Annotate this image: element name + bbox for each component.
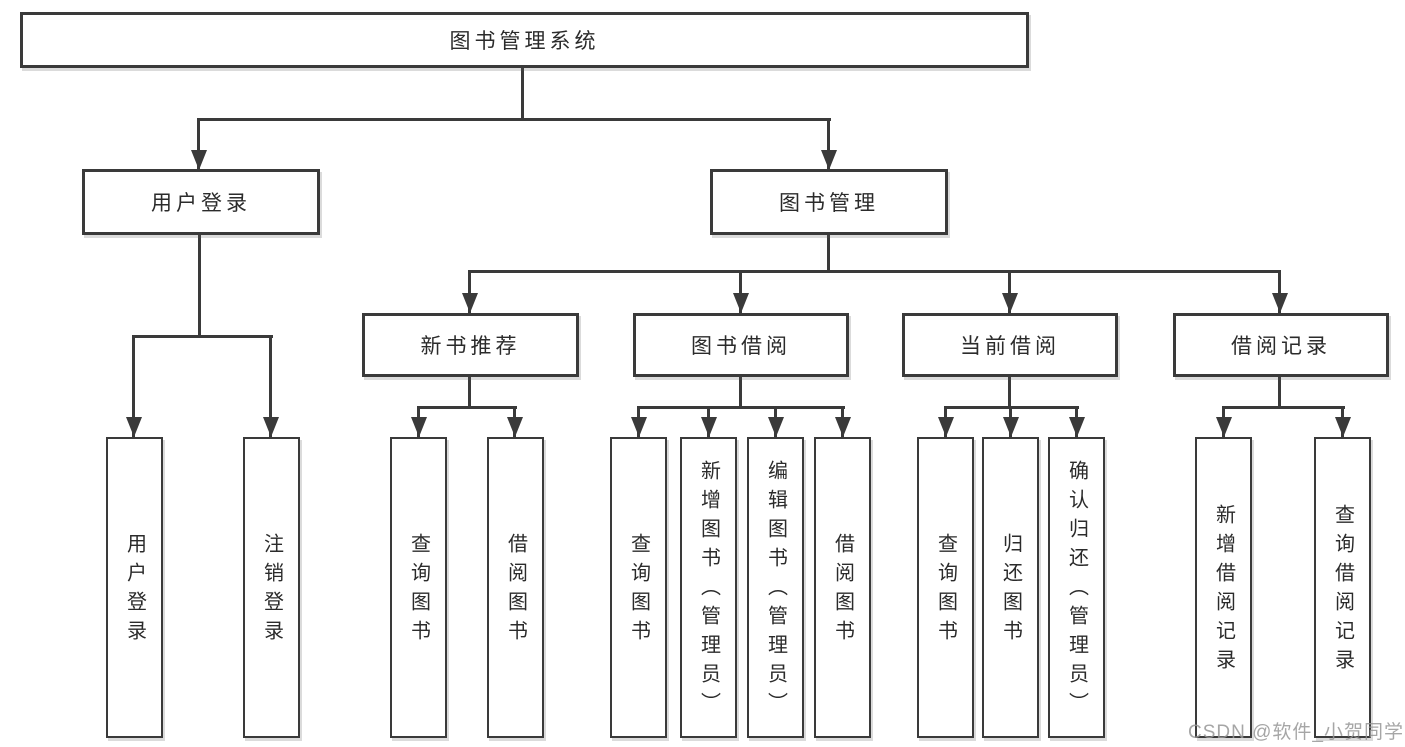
arrow-down-icon — [637, 406, 640, 437]
connector — [468, 270, 1280, 273]
connector — [1278, 377, 1281, 406]
arrow-down-icon — [1278, 270, 1281, 313]
arrow-down-icon — [468, 270, 471, 313]
arrow-down-icon — [1341, 406, 1344, 437]
leaf-recommend-borrow-books: 借阅图书 — [487, 437, 544, 738]
leaf-logout: 注销登录 — [243, 437, 300, 738]
leaf-recommend-query-books: 查询图书 — [390, 437, 447, 738]
arrow-down-icon — [197, 118, 200, 170]
arrow-down-icon — [1222, 406, 1225, 437]
leaf-current-return-books: 归还图书 — [982, 437, 1039, 738]
leaf-borrow-edit-books-admin: 编辑图书（管理员） — [747, 437, 804, 738]
leaf-user-login: 用户登录 — [106, 437, 163, 738]
arrow-down-icon — [1009, 406, 1012, 437]
node-book-borrowing: 图书借阅 — [633, 313, 849, 377]
node-library-management-system: 图书管理系统 — [20, 12, 1029, 68]
leaf-records-add-record: 新增借阅记录 — [1195, 437, 1252, 738]
leaf-borrow-borrow-books: 借阅图书 — [814, 437, 871, 738]
connector — [739, 377, 742, 406]
node-new-book-recommendation: 新书推荐 — [362, 313, 579, 377]
arrow-down-icon — [269, 335, 272, 437]
connector — [133, 335, 273, 338]
arrow-down-icon — [707, 406, 710, 437]
connector — [468, 377, 471, 406]
node-current-borrowing: 当前借阅 — [902, 313, 1118, 377]
csdn-watermark: CSDN @软件_小贺同学 — [1188, 722, 1404, 743]
arrow-down-icon — [1075, 406, 1078, 437]
connector — [198, 235, 201, 335]
arrow-down-icon — [944, 406, 947, 437]
leaf-borrow-add-books-admin: 新增图书（管理员） — [680, 437, 737, 738]
leaf-current-confirm-return-admin: 确认归还（管理员） — [1048, 437, 1105, 738]
arrow-down-icon — [417, 406, 420, 437]
connector — [521, 68, 524, 118]
arrow-down-icon — [513, 406, 516, 437]
arrow-down-icon — [827, 118, 830, 170]
connector — [1008, 377, 1011, 406]
node-borrowing-records: 借阅记录 — [1173, 313, 1389, 377]
leaf-current-query-books: 查询图书 — [917, 437, 974, 738]
connector — [1222, 406, 1345, 409]
node-user-login: 用户登录 — [82, 169, 320, 235]
arrow-down-icon — [1008, 270, 1011, 313]
connector — [417, 406, 517, 409]
connector — [637, 406, 845, 409]
arrow-down-icon — [132, 335, 135, 437]
leaf-records-query-record: 查询借阅记录 — [1314, 437, 1371, 738]
leaf-borrow-query-books: 查询图书 — [610, 437, 667, 738]
arrow-down-icon — [774, 406, 777, 437]
connector — [198, 118, 831, 121]
connector — [827, 235, 830, 270]
arrow-down-icon — [841, 406, 844, 437]
arrow-down-icon — [739, 270, 742, 313]
node-book-management: 图书管理 — [710, 169, 948, 235]
